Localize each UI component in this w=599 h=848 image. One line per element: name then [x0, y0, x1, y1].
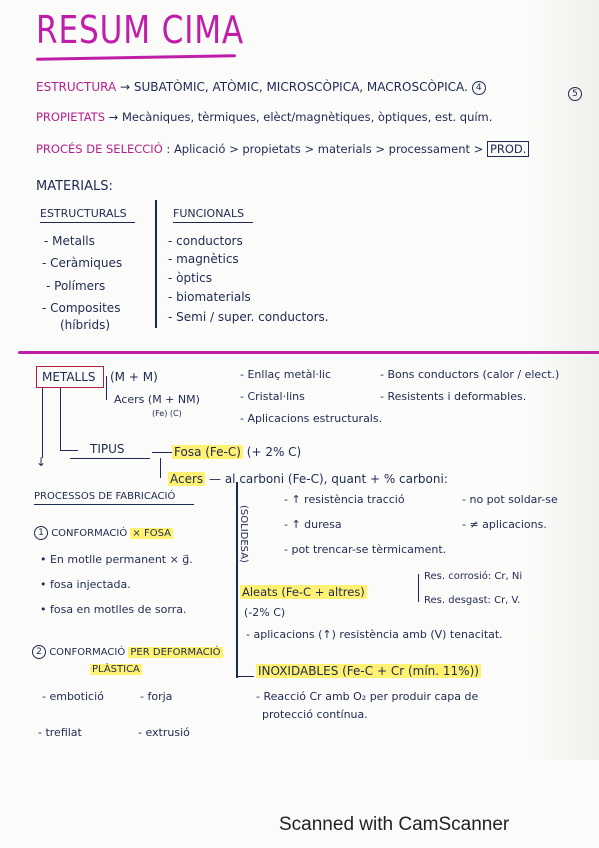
tree-line-main: [42, 388, 44, 458]
step2-hl2: PLÀSTICA: [90, 664, 142, 675]
tree-line-tipus: [60, 388, 62, 450]
metalls-label: METALLS: [42, 370, 96, 384]
step2-item: - embotició: [42, 690, 104, 703]
col1-underline: [40, 222, 135, 224]
acers-branch: [160, 458, 162, 478]
aleats-label: Aleats (Fe-C + altres): [240, 585, 367, 599]
metall-prop: - Cristal·lins: [240, 390, 305, 403]
metalls-branch: [106, 376, 108, 400]
section-divider: [18, 351, 599, 354]
tree-line-tipus-h: [60, 450, 78, 452]
inox-label: INOXIDABLES (Fe-C + Cr (mín. 11%)): [256, 664, 481, 678]
proces-line: PROCÉS DE SELECCIÓ : Aplicació > propiet…: [36, 141, 530, 157]
col2-item: - biomaterials: [168, 290, 251, 304]
step2-line: 2 CONFORMACIÓ PER DEFORMACIÓ: [32, 645, 223, 660]
col1-item: - Ceràmiques: [42, 256, 123, 270]
step1-label: CONFORMACIÓ: [51, 528, 128, 539]
tipus-label: TIPUS: [90, 442, 125, 456]
metalls-fec: (Fe) (C): [152, 409, 182, 418]
propietats-label: PROPIETATS: [36, 110, 105, 124]
step1-item: • fosa en motlles de sorra.: [40, 603, 187, 616]
fosa-pct: (+ 2% C): [246, 445, 302, 459]
col2-head: FUNCIONALS: [173, 207, 245, 220]
col2-underline: [173, 222, 253, 224]
inox-text: protecció contínua.: [262, 708, 368, 721]
fosa-line: Fosa (Fe-C) (+ 2% C): [172, 445, 301, 459]
step1-item: • fosa injectada.: [40, 578, 131, 591]
aleats-right: Res. desgast: Cr, V.: [424, 595, 521, 606]
fosa-label: Fosa (Fe-C): [172, 445, 243, 459]
step1-hl: × FOSA: [130, 528, 173, 539]
step1-item: • En motlle permanent × g⃗.: [40, 553, 193, 566]
inox-line: INOXIDABLES (Fe-C + Cr (mín. 11%)): [256, 664, 481, 678]
metall-prop: - Aplicacions estructurals.: [240, 412, 383, 425]
propietats-text: Mecàniques, tèrmiques, elèct/magnètiques…: [121, 110, 493, 124]
carboni-right: - no pot soldar-se: [462, 493, 558, 506]
proces-text: Aplicació > propietats > materials > pro…: [173, 142, 484, 156]
tipus-underline: [70, 458, 150, 460]
proces-label: PROCÉS DE SELECCIÓ: [36, 142, 163, 156]
step2-item: - forja: [140, 690, 173, 703]
processos-underline: [34, 504, 194, 506]
down-arrow-icon: ↓: [36, 455, 47, 469]
materials-divider: [155, 200, 157, 328]
col1-item: (híbrids): [60, 318, 111, 332]
col1-item: - Metalls: [44, 234, 95, 248]
aleats-app: - aplicacions (↑) resistència amb (V) te…: [246, 628, 503, 641]
estructura-label: ESTRUCTURA: [36, 80, 117, 94]
proces-end: PROD.: [486, 141, 530, 157]
acers-text: al carboni (Fe-C), quant + % carboni:: [224, 472, 448, 486]
step2-item: - extrusió: [138, 726, 190, 739]
scan-shadow: [529, 0, 599, 760]
aleats-right: Res. corrosió: Cr, Ni: [424, 571, 523, 582]
estructura-text: SUBATÒMIC, ATÒMIC, MICROSCÒPICA, MACROSC…: [133, 80, 468, 94]
estructura-num: 4: [471, 80, 486, 95]
step1-line: 1 CONFORMACIÓ × FOSA: [34, 526, 173, 541]
aleats-bracket: [418, 574, 420, 602]
processos-heading: PROCESSOS DE FABRICACIÓ: [34, 491, 176, 502]
acers-vertical: [236, 482, 238, 678]
metalls-mm: (M + M): [110, 370, 158, 384]
col2-item: - conductors: [168, 234, 243, 248]
metall-prop: - Bons conductors (calor / elect.): [380, 368, 560, 381]
carboni-item: - ↑ duresa: [284, 518, 342, 531]
aleats-pct: (-2% C): [244, 606, 286, 619]
inox-text: - Reacció Cr amb O₂ per produir capa de: [256, 690, 479, 703]
metall-prop: - Enllaç metàl·lic: [240, 368, 332, 381]
page-title: RESUM CIMA: [36, 8, 245, 52]
carboni-item: - pot trencar-se tèrmicament.: [284, 543, 447, 556]
acers-label: Acers: [168, 472, 206, 486]
step2-label: CONFORMACIÓ: [49, 647, 126, 658]
aleats-line: Aleats (Fe-C + altres): [240, 585, 367, 599]
col2-item: - òptics: [168, 271, 212, 285]
carboni-item: - ↑ resistència tracció: [284, 493, 405, 506]
metalls-acers: Acers (M + NM): [114, 393, 200, 406]
metalls-box: [36, 366, 104, 388]
propietats-num: 5: [568, 86, 582, 101]
propietats-num-wrap: 5: [568, 86, 582, 101]
propietats-line: PROPIETATS → Mecàniques, tèrmiques, elèc…: [36, 110, 493, 124]
step2-line2: PLÀSTICA: [90, 663, 142, 677]
col1-item: - Polímers: [46, 279, 106, 293]
estructura-line: ESTRUCTURA → SUBATÒMIC, ATÒMIC, MICROSCÒ…: [36, 80, 486, 95]
title-underline: [35, 54, 237, 61]
scanner-footer: Scanned with CamScanner: [279, 814, 510, 835]
col1-head: ESTRUCTURALS: [40, 207, 127, 220]
acers-line: Acers — al carboni (Fe-C), quant + % car…: [168, 472, 448, 486]
col1-item: - Composites: [42, 301, 121, 315]
tipus-arrow: [152, 452, 172, 454]
materials-heading: MATERIALS:: [36, 179, 113, 194]
step1-num: 1: [34, 526, 48, 540]
col2-item: - magnètics: [168, 252, 239, 266]
metall-prop: - Resistents i deformables.: [380, 390, 527, 403]
solidesa-label: (SOLIDESA): [238, 505, 249, 563]
step2-hl: PER DEFORMACIÓ: [128, 647, 223, 658]
step2-num: 2: [32, 645, 46, 659]
inox-arrow: [236, 676, 254, 678]
carboni-right: - ≠ aplicacions.: [462, 518, 547, 531]
col2-item: - Semi / super. conductors.: [168, 310, 329, 324]
step2-item: - trefilat: [38, 726, 82, 739]
